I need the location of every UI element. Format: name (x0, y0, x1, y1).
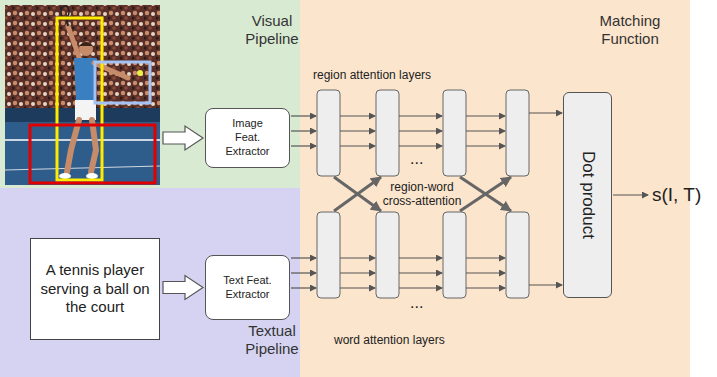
flow-arrow (466, 272, 505, 273)
score-label: s(I, T) (652, 183, 701, 207)
flow-arrow (340, 287, 375, 288)
flow-arrow (340, 115, 375, 116)
attention-layer (317, 90, 340, 176)
attention-network (291, 90, 648, 298)
ellipsis: ... (410, 295, 423, 311)
matching-band: Matching FunctionDot product (300, 0, 690, 377)
attention-layer (506, 90, 529, 176)
cross-attention-label: region-word cross-attention (379, 180, 465, 208)
flow-arrow (291, 287, 316, 288)
band-heading: Textual Pipeline (236, 322, 308, 358)
cross-attention-arrow (334, 177, 381, 211)
flow-arrow (399, 130, 442, 131)
flow-arrow (466, 130, 505, 131)
flow-arrow (613, 194, 648, 195)
attention-layer (376, 212, 399, 298)
flow-arrow (399, 287, 442, 288)
attention-layer (506, 212, 529, 298)
flow-arrow (466, 287, 505, 288)
flow-arrow (399, 272, 442, 273)
dot-product-box: Dot product (563, 92, 612, 298)
attention-layer (376, 90, 399, 176)
flow-arrow (291, 130, 316, 131)
flow-arrow (291, 257, 316, 258)
attention-layer (443, 90, 466, 176)
pipeline-band: Visual PipelineImage Feat. Extractor (0, 0, 300, 188)
attention-layer (317, 212, 340, 298)
flow-arrow (529, 284, 562, 285)
flow-arrow (399, 145, 442, 146)
cross-attention-arrow (460, 177, 511, 211)
feature-extractor: Text Feat. Extractor (205, 255, 290, 320)
layer-label: word attention layers (334, 333, 445, 347)
flow-arrow (340, 145, 375, 146)
pipeline-band: Textual PipelineA tennis player serving … (0, 188, 300, 377)
flow-arrow (340, 257, 375, 258)
attention-layer (443, 212, 466, 298)
box-text: Image Feat. Extractor (221, 117, 274, 158)
box-text: A tennis player serving a ball on the co… (37, 261, 153, 317)
box-text: Text Feat. Extractor (221, 274, 274, 302)
flow-arrow (340, 272, 375, 273)
feature-extractor: Image Feat. Extractor (205, 108, 290, 168)
flow-arrow (466, 115, 505, 116)
flow-arrow (291, 272, 316, 273)
band-heading: Matching Function (588, 12, 672, 48)
flow-arrow (291, 145, 316, 146)
textual-panel (0, 188, 300, 377)
tennis-photo (5, 5, 160, 185)
hollow-arrow (163, 126, 203, 150)
flow-arrow (340, 130, 375, 131)
flow-arrow (466, 145, 505, 146)
hollow-arrow (163, 276, 203, 300)
flow-arrow (466, 257, 505, 258)
box-label: Dot product (578, 151, 598, 239)
cross-attention-arrow (460, 177, 511, 211)
flow-arrow (529, 112, 562, 113)
flow-arrow (399, 257, 442, 258)
caption-box: A tennis player serving a ball on the co… (30, 238, 160, 340)
flow-arrow (291, 115, 316, 116)
band-heading: Visual Pipeline (236, 12, 308, 48)
cross-attention-arrow (334, 177, 381, 211)
flow-arrow (399, 115, 442, 116)
ellipsis: ... (410, 151, 423, 167)
layer-label: region attention layers (313, 68, 431, 82)
